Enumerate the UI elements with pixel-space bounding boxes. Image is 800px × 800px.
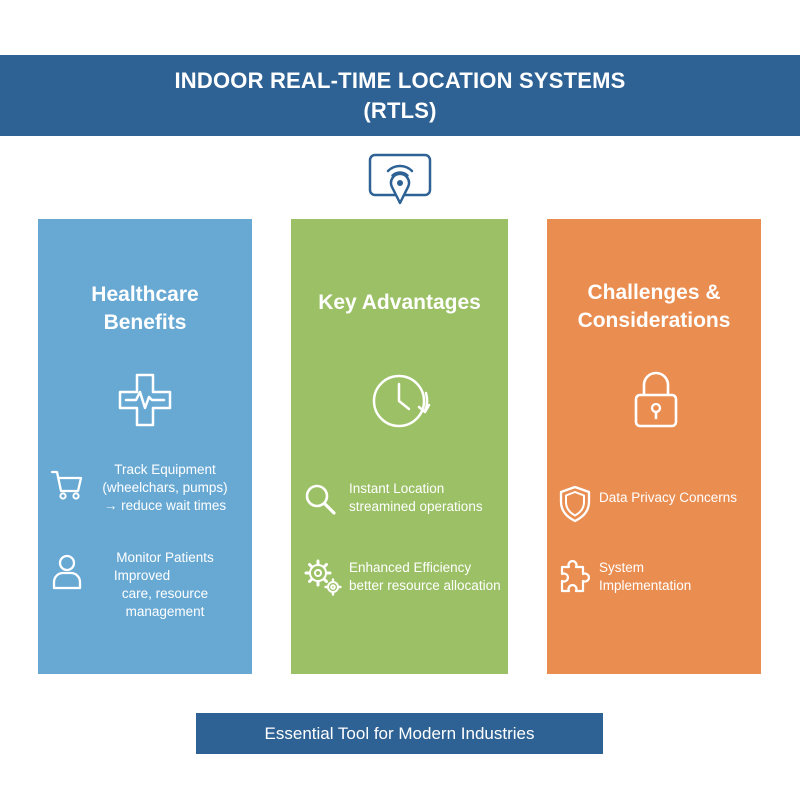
monitor-patients-item: Monitor Patients Improved care, resource… bbox=[78, 549, 252, 621]
system-implementation-item: System Implementation bbox=[599, 559, 691, 595]
clock-icon bbox=[371, 371, 433, 436]
footer-label: Essential Tool for Modern Industries bbox=[264, 723, 535, 743]
item-line: care, resource bbox=[121, 586, 209, 601]
footer-banner: Essential Tool for Modern Industries bbox=[196, 713, 603, 754]
puzzle-icon bbox=[559, 559, 591, 600]
location-signal-icon bbox=[368, 153, 432, 207]
title-line-2: (RTLS) bbox=[363, 97, 437, 123]
advantages-title: Key Advantages bbox=[318, 291, 481, 314]
instant-location-item: Instant Location streamined operations bbox=[349, 480, 483, 516]
title-line-1: INDOOR REAL-TIME LOCATION SYSTEMS bbox=[174, 67, 626, 93]
magnifier-icon bbox=[303, 482, 337, 521]
item-line: Track Equipment bbox=[114, 462, 216, 477]
challenges-title-line-1: Challenges & bbox=[587, 281, 721, 304]
item-line: Improved bbox=[113, 568, 171, 583]
challenges-panel: Challenges & Considerations Data Privacy… bbox=[547, 219, 761, 674]
challenges-title: Challenges & Considerations bbox=[547, 279, 761, 335]
item-line: management bbox=[125, 604, 205, 619]
lock-icon bbox=[633, 371, 679, 434]
healthcare-benefits-panel: Healthcare Benefits Track Equipment (whe… bbox=[38, 219, 252, 674]
shield-icon bbox=[559, 485, 591, 528]
item-line: → reduce wait times bbox=[103, 498, 227, 513]
enhanced-efficiency-item: Enhanced Efficiency better resource allo… bbox=[349, 559, 501, 595]
person-icon bbox=[52, 554, 82, 595]
healthcare-title-line-1: Healthcare bbox=[91, 283, 199, 306]
item-line: Implementation bbox=[599, 578, 692, 593]
item-line: Enhanced Efficiency bbox=[349, 560, 472, 575]
title-banner: INDOOR REAL-TIME LOCATION SYSTEMS (RTLS) bbox=[0, 55, 800, 136]
challenges-title-line-2: Considerations bbox=[577, 309, 731, 332]
medical-cross-icon bbox=[118, 373, 172, 432]
cart-icon bbox=[50, 467, 84, 506]
item-line: Data Privacy Concerns bbox=[599, 490, 738, 505]
item-line: System bbox=[599, 560, 645, 575]
data-privacy-item: Data Privacy Concerns bbox=[599, 489, 737, 507]
item-line: streamined operations bbox=[349, 499, 483, 514]
key-advantages-panel: Key Advantages Instant Location streamin… bbox=[291, 219, 508, 674]
item-line: (wheelchars, pumps) bbox=[102, 480, 228, 495]
item-line: better resource allocation bbox=[349, 578, 501, 593]
track-equipment-item: Track Equipment (wheelchars, pumps) → re… bbox=[78, 461, 252, 515]
item-line: Instant Location bbox=[349, 481, 445, 496]
healthcare-title: Healthcare Benefits bbox=[38, 281, 252, 337]
gears-icon bbox=[302, 557, 344, 602]
item-line: Monitor Patients bbox=[116, 550, 214, 565]
healthcare-title-line-2: Benefits bbox=[103, 311, 187, 334]
